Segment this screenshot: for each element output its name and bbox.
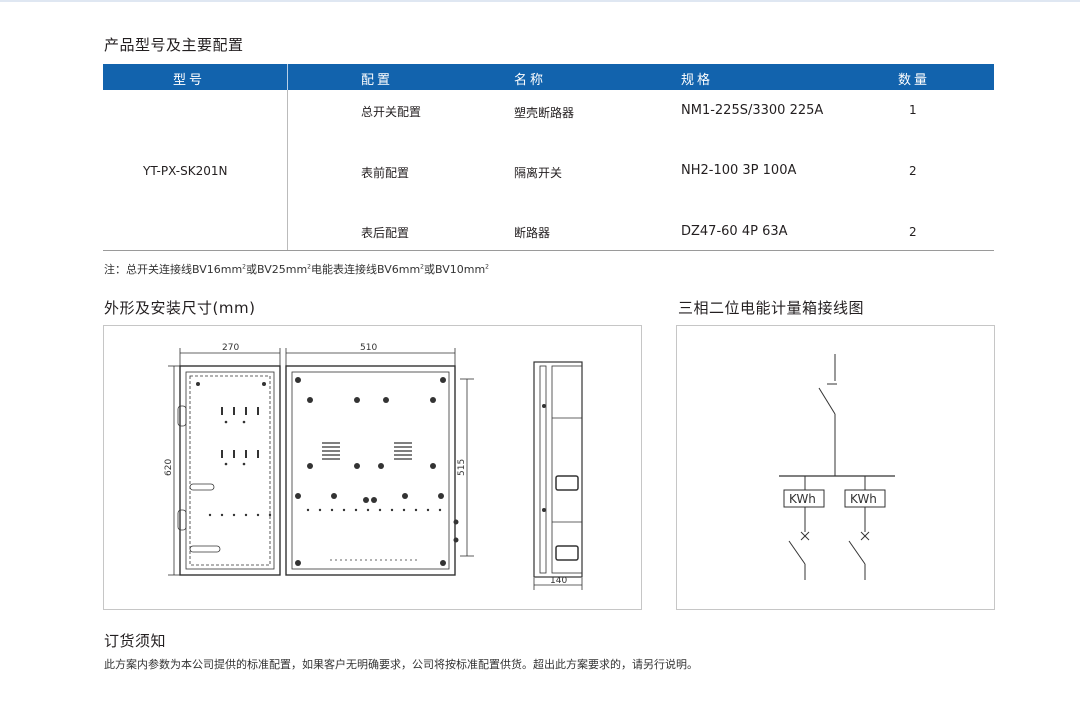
dimension-drawing: 270 510 620 515 140	[164, 343, 583, 590]
note-sup-4: 2	[485, 263, 489, 271]
dim-label-620: 620	[164, 459, 174, 476]
wiring-diagram: KWh KWh	[779, 354, 895, 580]
meter-box-1	[783, 489, 825, 508]
header-name: 名称	[514, 73, 547, 88]
table-body: YT-PX-SK201N 总开关配置 塑壳断路器 NM1-225S/3300 2…	[103, 90, 994, 251]
row-2-spec: DZ47-60 4P 63A	[681, 224, 788, 239]
row-0-qty: 1	[909, 103, 917, 117]
header-model: 型号	[173, 73, 206, 88]
row-1-spec: NH2-100 3P 100A	[681, 163, 797, 178]
meter-label-1: KWh	[789, 492, 816, 506]
note-sup-2: 2	[307, 263, 311, 271]
order-section-title: 订货须知	[104, 632, 167, 650]
left-door-outline	[179, 365, 281, 576]
note-part-1: 注：总开关连接线BV16mm	[104, 263, 243, 276]
config-section-title: 产品型号及主要配置	[104, 36, 244, 54]
model-cell: YT-PX-SK201N	[143, 164, 228, 178]
order-note: 此方案内参数为本公司提供的标准配置，如果客户无明确要求，公司将按标准配置供货。超…	[104, 658, 698, 671]
note-sup-3: 2	[420, 263, 424, 271]
side-view-outline	[533, 361, 583, 578]
dim-label-140: 140	[550, 576, 567, 586]
row-0-name: 塑壳断路器	[514, 106, 575, 120]
row-2-qty: 2	[909, 225, 917, 239]
cable-note: 注：总开关连接线BV16mm2或BV25mm2电能表连接线BV6mm2或BV10…	[104, 261, 489, 277]
row-1-qty: 2	[909, 164, 917, 178]
dim-label-270: 270	[222, 343, 239, 353]
config-table: 型号 配置 名称 规格 数量 YT-PX-SK201N 总开关配置 塑壳断路器 …	[103, 64, 994, 251]
dimensions-section-title: 外形及安装尺寸(mm)	[104, 299, 256, 317]
top-rule	[0, 0, 1080, 2]
branch-switch-2	[848, 540, 866, 565]
row-1-name: 隔离开关	[514, 166, 563, 180]
header-config: 配置	[361, 73, 394, 88]
row-1-config: 表前配置	[361, 166, 410, 180]
main-switch-blade	[818, 387, 836, 415]
model-column-divider	[287, 90, 288, 250]
note-part-4: 或BV10mm	[424, 263, 486, 276]
row-2-config: 表后配置	[361, 226, 410, 240]
header-divider	[287, 64, 288, 90]
table-header: 型号 配置 名称 规格 数量	[103, 64, 994, 90]
row-0-spec: NM1-225S/3300 225A	[681, 103, 824, 118]
note-sup-1: 2	[242, 263, 246, 271]
wiring-section-title: 三相二位电能计量箱接线图	[678, 299, 865, 317]
meter-label-2: KWh	[850, 492, 877, 506]
row-2-name: 断路器	[514, 226, 551, 240]
row-0-config: 总开关配置	[361, 105, 422, 119]
dim-label-510: 510	[360, 343, 377, 353]
dim-label-515: 515	[457, 459, 467, 476]
header-qty: 数量	[898, 73, 931, 88]
branch-switch-1	[788, 540, 806, 565]
right-panel-outline	[285, 365, 456, 576]
header-spec: 规格	[681, 73, 714, 88]
note-part-2: 或BV25mm	[246, 263, 308, 276]
wiring-diagram-panel: KWh KWh	[676, 325, 995, 610]
dimension-drawing-panel: 270 510 620 515 140	[103, 325, 642, 610]
note-part-3: 电能表连接线BV6mm	[311, 263, 421, 276]
